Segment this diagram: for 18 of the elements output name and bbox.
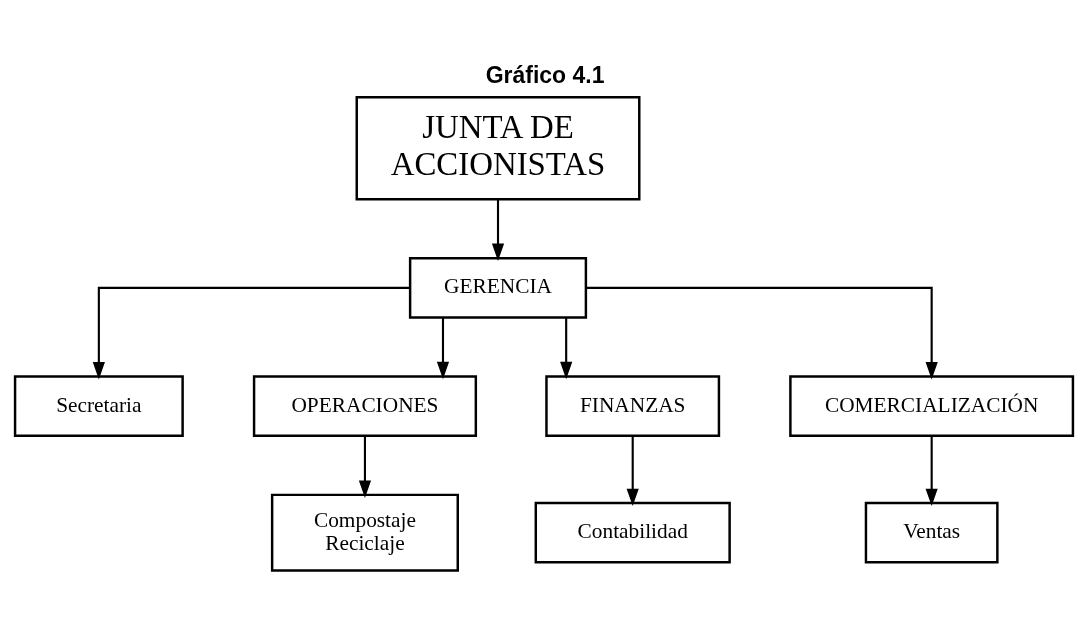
arrow	[358, 436, 372, 498]
node-box: OPERACIONES	[252, 375, 478, 437]
arrow	[436, 317, 450, 380]
node-box: Compostaje Reciclaje	[270, 493, 459, 572]
arrow	[626, 436, 639, 507]
node-box: Contabilidad	[534, 501, 731, 564]
node-box: Ventas	[864, 501, 999, 564]
node-box: COMERCIALIZACIÓN	[789, 375, 1075, 437]
arrow	[586, 286, 938, 380]
arrow	[925, 436, 938, 507]
arrow	[92, 286, 410, 380]
node-box: FINANZAS	[545, 375, 721, 437]
arrow	[560, 317, 573, 380]
arrow	[491, 199, 505, 262]
diagram-title: Gráfico 4.1	[485, 61, 605, 88]
node-box: Secretaria	[13, 375, 184, 437]
node-box: JUNTA DE ACCIONISTAS	[355, 96, 641, 201]
node-box: GERENCIA	[408, 257, 588, 319]
